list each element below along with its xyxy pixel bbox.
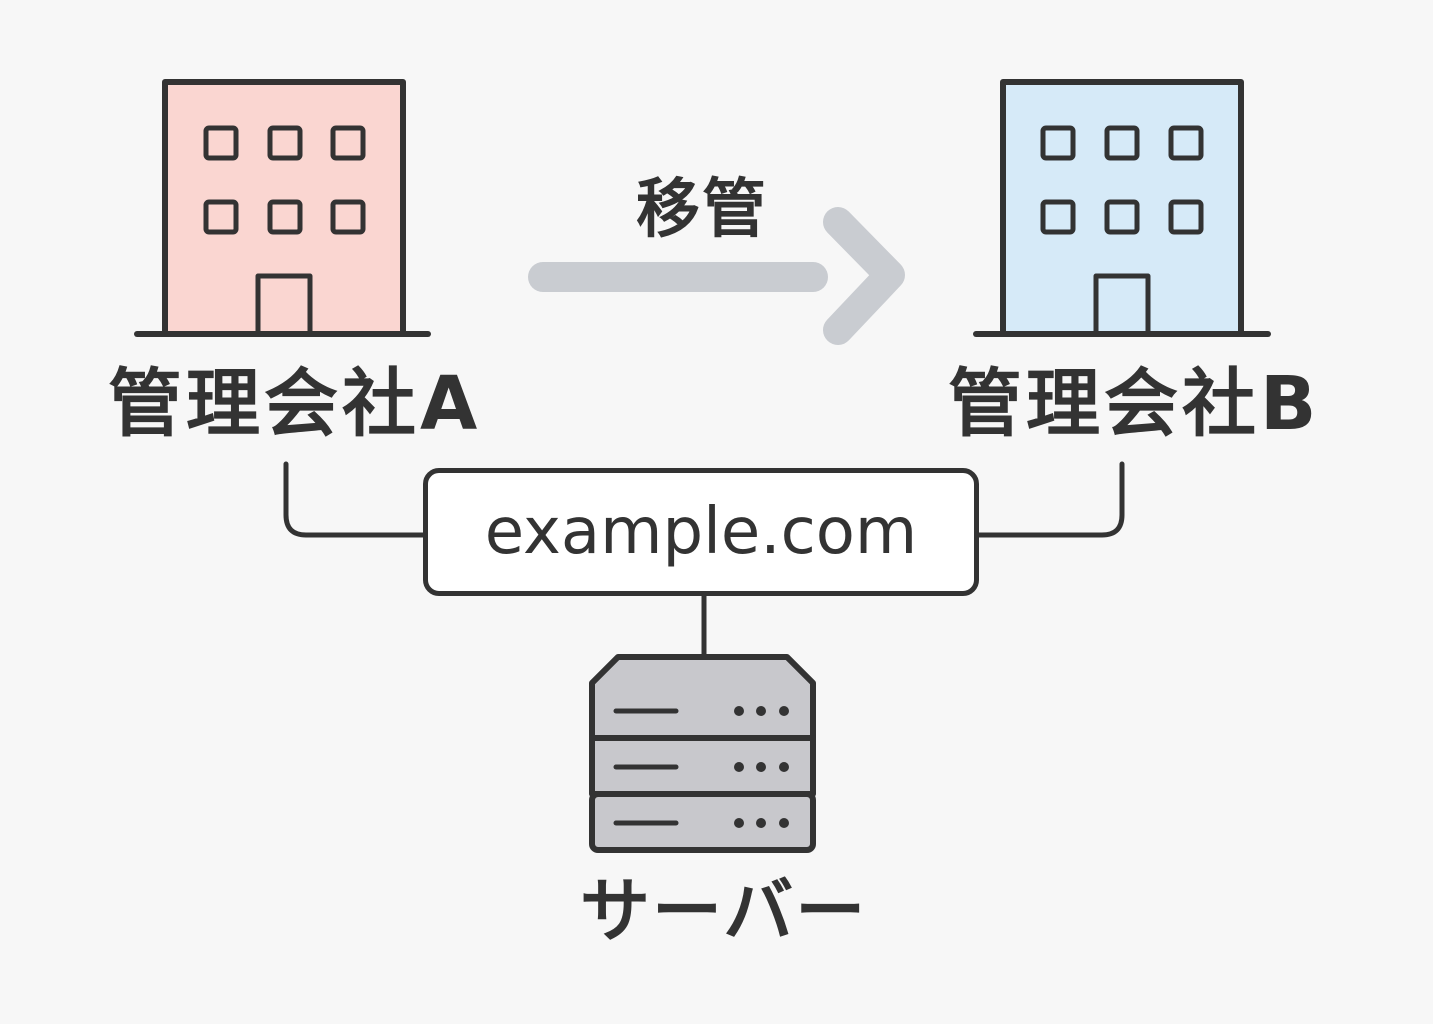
- server-bottom-unit: [589, 791, 816, 853]
- server-icon: [589, 654, 816, 853]
- domain-label: example.com: [484, 495, 918, 569]
- transfer-arrow-head: [823, 207, 905, 345]
- connector-company-a-to-domain: [283, 461, 426, 538]
- server-top-unit: [589, 654, 816, 741]
- company-a-label: 管理会社A: [108, 361, 482, 447]
- transfer-arrow-shaft: [528, 262, 828, 292]
- connector-lines: [283, 461, 1125, 658]
- building-a-body: [162, 79, 406, 337]
- server-slots: [613, 708, 679, 826]
- building-a-windows: [203, 125, 366, 235]
- building-a-icon: [134, 79, 431, 337]
- domain-node: example.com: [423, 468, 979, 596]
- connector-company-b-to-domain: [976, 461, 1125, 538]
- building-b-icon: [973, 79, 1271, 337]
- transfer-arrow: [528, 207, 905, 345]
- building-b-body: [1000, 79, 1244, 337]
- server-label: サーバー: [580, 870, 868, 952]
- company-b-label: 管理会社B: [948, 361, 1321, 447]
- building-b-windows: [1040, 125, 1204, 235]
- transfer-label: 移管: [636, 173, 768, 247]
- server-status-dots: [734, 706, 789, 828]
